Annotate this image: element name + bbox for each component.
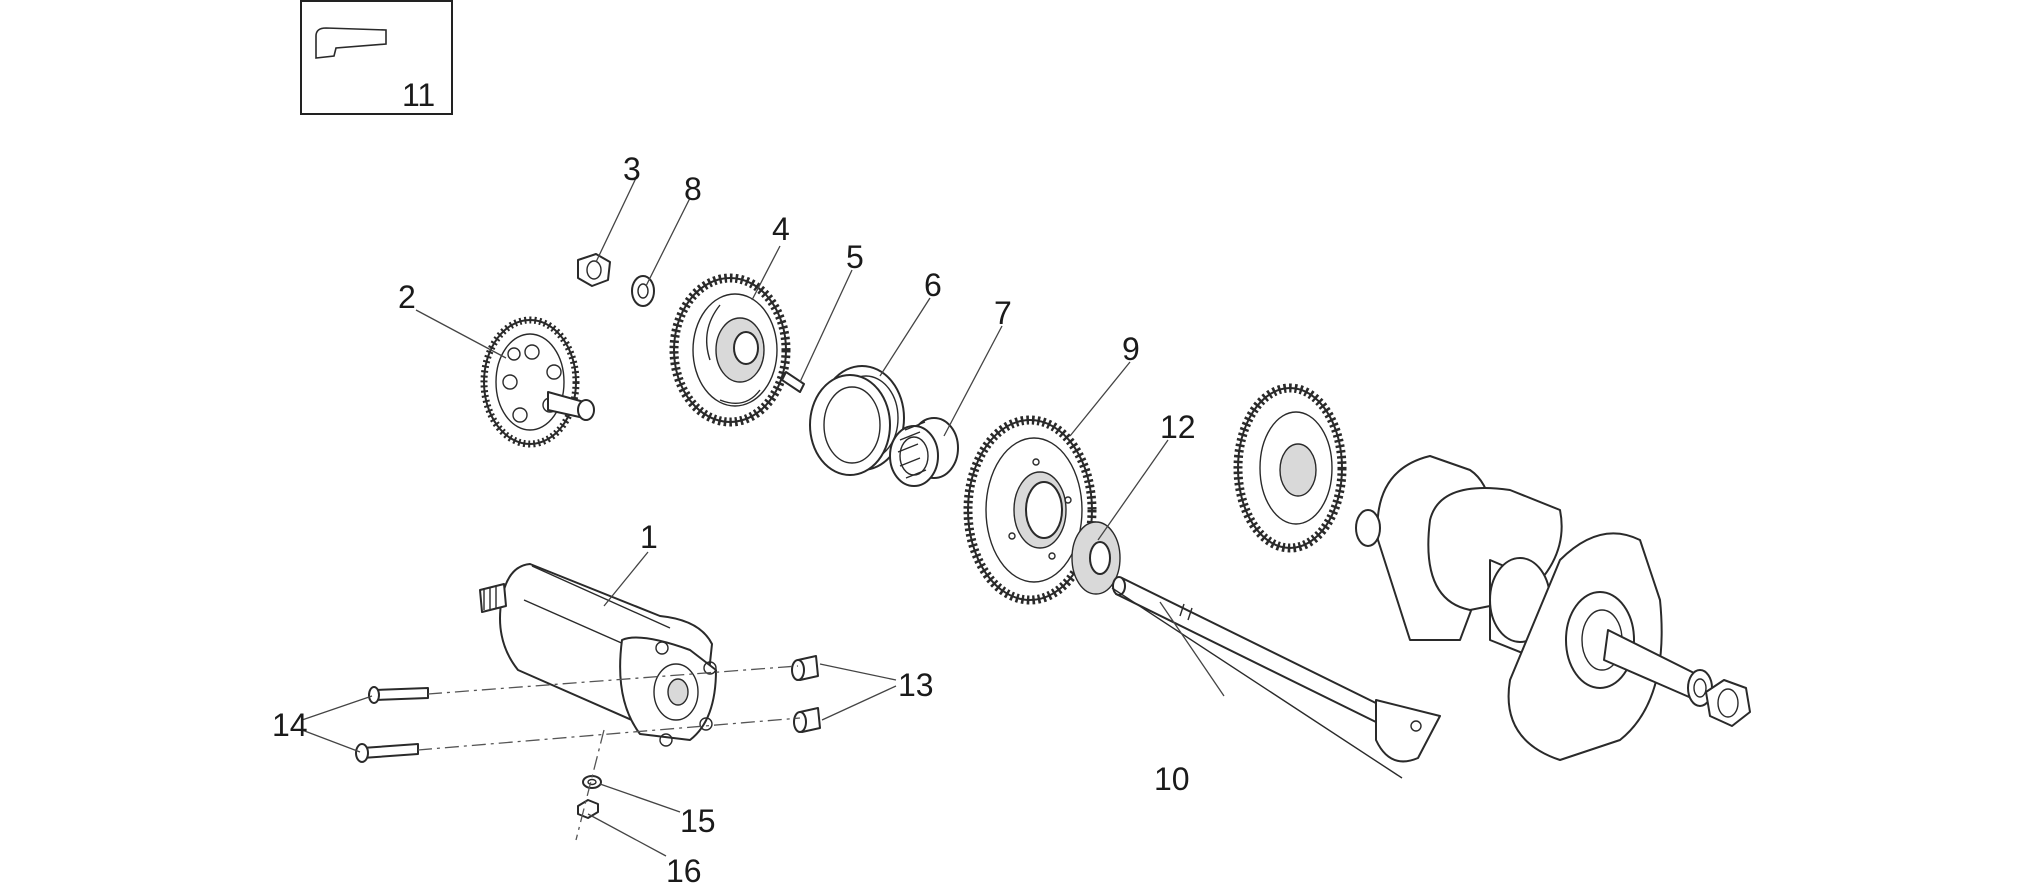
part-6-ring xyxy=(809,365,905,476)
callout-7: 7 xyxy=(994,295,1012,331)
crank-gear xyxy=(1233,383,1347,553)
callout-4: 4 xyxy=(772,211,790,247)
part-13-spacers xyxy=(791,655,821,733)
callout-15: 15 xyxy=(680,803,716,839)
part-8-washer xyxy=(631,275,655,307)
part-4-gear xyxy=(669,273,791,427)
callout-16: 16 xyxy=(666,853,702,885)
callout-labels: 3 8 4 2 5 6 7 9 12 1 13 14 10 15 16 xyxy=(272,151,1196,885)
inset-part-icon xyxy=(315,27,387,59)
inset-box-part-11: 11 xyxy=(300,0,453,115)
crankshaft xyxy=(1355,455,1713,761)
leader-lines xyxy=(301,177,1225,857)
part-9-gear xyxy=(963,415,1097,605)
callout-9: 9 xyxy=(1122,331,1140,367)
callout-2: 2 xyxy=(398,279,416,315)
assembly-centerlines xyxy=(417,665,801,841)
callout-6: 6 xyxy=(924,267,942,303)
part-12-thrust-washer xyxy=(1071,521,1121,595)
callout-14: 14 xyxy=(272,707,308,743)
callout-3: 3 xyxy=(623,151,641,187)
callout-8: 8 xyxy=(684,171,702,207)
part-1-starter-motor xyxy=(479,563,717,747)
callout-13: 13 xyxy=(898,667,934,703)
part-3-nut xyxy=(577,253,611,287)
part-5-pin xyxy=(781,371,805,393)
callout-12: 12 xyxy=(1160,409,1196,445)
callout-11: 11 xyxy=(402,77,435,113)
callout-5: 5 xyxy=(846,239,864,275)
part-10-shaft xyxy=(1111,576,1441,779)
crank-nut xyxy=(1705,679,1751,727)
callout-1: 1 xyxy=(640,519,658,555)
part-16-nut xyxy=(577,799,599,819)
part-15-washer xyxy=(582,775,602,789)
callout-10: 10 xyxy=(1154,761,1190,797)
part-2-gear xyxy=(480,316,595,448)
part-14-screws xyxy=(355,686,429,763)
